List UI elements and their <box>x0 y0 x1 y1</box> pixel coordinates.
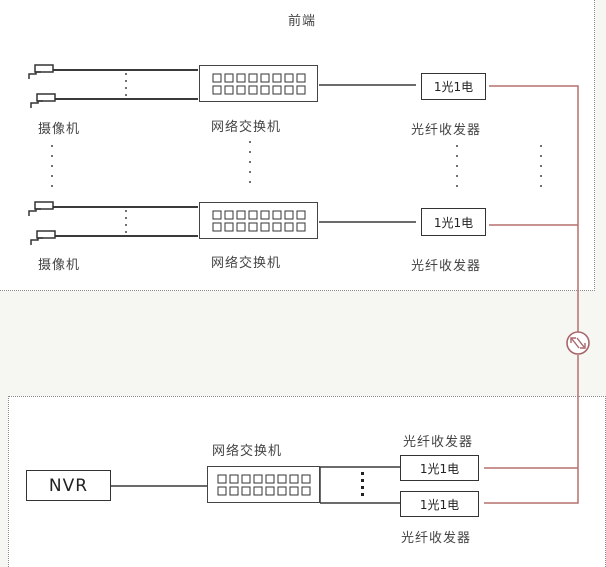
backend-ellipsis-dots <box>361 472 364 496</box>
switch-port-icon <box>277 486 286 495</box>
switch-port-icon <box>265 486 274 495</box>
switch-label: 网络交换机 <box>211 120 282 135</box>
switch-port-icon <box>296 222 305 231</box>
transceiver-box: 1光1电 <box>421 208 486 236</box>
switch-port-icon <box>248 73 257 82</box>
backend-network-switch <box>207 466 320 503</box>
switch-port-icon <box>224 210 233 219</box>
switch-port-icon <box>284 210 293 219</box>
transceiver-box: 1光1电 <box>421 73 486 100</box>
transceiver-label: 光纤收发器 <box>411 259 482 274</box>
switch-port-icon <box>248 210 257 219</box>
switch-port-icon <box>212 210 221 219</box>
switch-port-icon <box>272 210 281 219</box>
switch-port-icon <box>253 474 262 483</box>
backend-transceiver-box: 1光1电 <box>400 455 479 481</box>
front-zone-title: 前端 <box>288 14 317 29</box>
switch-port-icon <box>301 474 310 483</box>
camera-icon <box>30 230 56 245</box>
network-switch <box>199 202 318 239</box>
front-end-zone <box>0 0 595 291</box>
switch-port-icon <box>236 73 245 82</box>
switch-port-icon <box>284 73 293 82</box>
switch-port-icon <box>224 85 233 94</box>
switch-port-icon <box>241 486 250 495</box>
switch-ports <box>212 210 305 231</box>
switch-port-icon <box>296 210 305 219</box>
switch-port-icon <box>272 222 281 231</box>
transceiver-label: 光纤收发器 <box>411 123 482 138</box>
ellipsis-dots <box>125 73 127 233</box>
switch-port-icon <box>224 73 233 82</box>
backend-switch-label: 网络交换机 <box>212 444 283 459</box>
switch-port-icon <box>212 222 221 231</box>
switch-port-icon <box>212 73 221 82</box>
switch-port-icon <box>265 474 274 483</box>
switch-port-icon <box>236 222 245 231</box>
switch-port-icon <box>301 486 310 495</box>
camera-icon <box>30 93 56 108</box>
backend-transceiver-label-top: 光纤收发器 <box>403 435 474 450</box>
switch-port-icon <box>248 222 257 231</box>
backend-transceiver-label-bottom: 光纤收发器 <box>401 531 472 546</box>
switch-ports <box>212 73 305 94</box>
switch-port-icon <box>217 474 226 483</box>
switch-port-icon <box>260 73 269 82</box>
switch-port-icon <box>241 474 250 483</box>
switch-port-icon <box>289 474 298 483</box>
nvr-box: NVR <box>26 470 111 501</box>
fiber-line <box>484 355 579 504</box>
switch-port-icon <box>217 486 226 495</box>
switch-port-icon <box>229 486 238 495</box>
network-switch <box>199 65 318 102</box>
switch-port-icon <box>248 85 257 94</box>
switch-port-icon <box>296 73 305 82</box>
switch-port-icon <box>212 85 221 94</box>
switch-port-icon <box>260 85 269 94</box>
switch-port-icon <box>296 85 305 94</box>
switch-port-icon <box>272 85 281 94</box>
camera-label: 摄像机 <box>38 258 81 273</box>
camera-icon <box>28 201 54 216</box>
switch-port-icon <box>272 73 281 82</box>
switch-port-icon <box>284 222 293 231</box>
backend-transceiver-box: 1光1电 <box>400 491 479 517</box>
switch-port-icon <box>236 210 245 219</box>
camera-label: 摄像机 <box>38 122 81 137</box>
switch-port-icon <box>284 85 293 94</box>
switch-port-icon <box>253 486 262 495</box>
switch-ports <box>217 474 310 495</box>
switch-port-icon <box>260 222 269 231</box>
fiber-line <box>489 85 579 335</box>
switch-port-icon <box>289 486 298 495</box>
group-ellipsis-dots <box>51 141 542 187</box>
switch-port-icon <box>224 222 233 231</box>
switch-port-icon <box>260 210 269 219</box>
switch-label: 网络交换机 <box>211 256 282 271</box>
switch-port-icon <box>229 474 238 483</box>
switch-port-icon <box>277 474 286 483</box>
camera-icon <box>28 64 54 79</box>
fiber-link-exchange-icon <box>566 331 590 355</box>
switch-port-icon <box>236 85 245 94</box>
